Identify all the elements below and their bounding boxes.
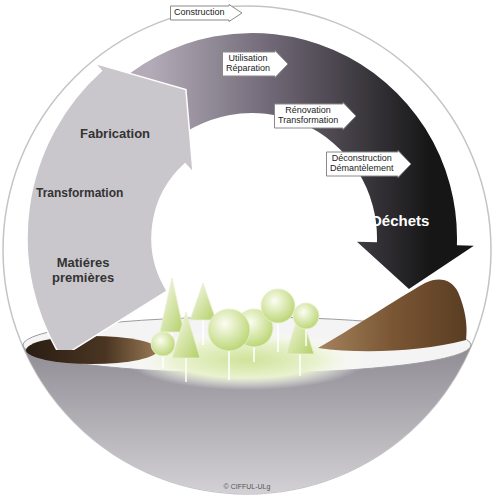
waste-label: Déchets (371, 212, 429, 229)
phase-arrow-box: Rénovation Transformation (274, 102, 358, 130)
phase-label: Construction (170, 6, 229, 20)
outer-disc (3, 6, 491, 494)
arrow-box-outline (275, 103, 357, 130)
watermark: © CIFFUL-ULg (224, 483, 271, 490)
phase-arrow-box: Construction (170, 4, 244, 22)
arrow-box-outline (223, 51, 289, 78)
phase-label: Utilisation Réparation (222, 52, 274, 76)
quarry-pit (26, 336, 158, 364)
waste-mound (318, 280, 467, 352)
phase-arrow-box: Utilisation Réparation (222, 50, 290, 78)
stage-label: Matiéres premières (52, 256, 114, 286)
phase-arrow-box: Déconstruction Démantèlement (326, 150, 413, 178)
phase-label: Rénovation Transformation (274, 104, 342, 128)
trees (151, 278, 319, 382)
stage-label: Fabrication (80, 127, 150, 142)
arrow-box-outline (171, 5, 243, 22)
arrow-box-outline (327, 151, 412, 178)
stage-label: Transformation (36, 187, 123, 201)
light-arrow-band (27, 63, 193, 350)
phase-label: Déconstruction Démantèlement (326, 152, 398, 176)
